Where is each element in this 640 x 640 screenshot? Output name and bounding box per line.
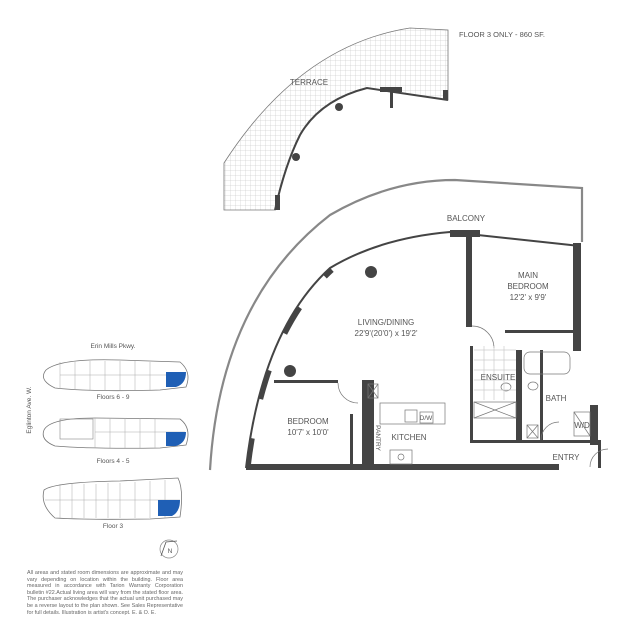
dishwasher-label: D/W xyxy=(420,415,434,422)
bedroom-label: BEDROOM xyxy=(287,417,329,426)
keyplan-floors-6-9: Floors 6 - 9 xyxy=(43,359,189,401)
key-plan: Erin Mills Pkwy. Eglinton Ave. W. Floors… xyxy=(26,343,189,559)
room-labels: MAIN BEDROOM 12'2' x 9'9' LIVING/DINING … xyxy=(287,271,590,462)
ensuite-label: ENSUITE xyxy=(481,373,516,382)
north-arrow: N xyxy=(159,539,179,559)
north-label: N xyxy=(168,548,173,555)
living-dining-dimensions: 22'9'(20'0') x 19'2' xyxy=(355,329,418,338)
street-erin-mills: Erin Mills Pkwy. xyxy=(90,343,135,350)
entry-label: ENTRY xyxy=(553,453,581,462)
main-bedroom-label: MAIN xyxy=(518,271,538,280)
living-dining-label: LIVING/DINING xyxy=(358,318,414,327)
keyplan-floors-3: Floor 3 xyxy=(42,477,182,530)
terrace: TERRACE xyxy=(223,27,449,211)
balcony: BALCONY xyxy=(208,178,584,471)
unit-walls xyxy=(245,230,601,470)
main-bedroom-label-2: BEDROOM xyxy=(507,282,549,291)
terrace-label: TERRACE xyxy=(290,78,328,87)
fixtures xyxy=(337,325,609,468)
keyplan-floors-4-5: Floors 4 - 5 xyxy=(42,417,189,465)
floor-note: FLOOR 3 ONLY - 860 SF. xyxy=(459,30,545,39)
pantry-label: PANTRY xyxy=(374,425,381,451)
disclaimer: All areas and stated room dimensions are… xyxy=(27,570,183,616)
bedroom-dimensions: 10'7' x 10'0' xyxy=(287,428,329,437)
street-eglinton: Eglinton Ave. W. xyxy=(26,386,33,433)
keyplan-label: Floors 4 - 5 xyxy=(97,458,130,465)
kitchen-label: KITCHEN xyxy=(391,433,426,442)
balcony-label: BALCONY xyxy=(447,214,486,223)
bath-label: BATH xyxy=(546,394,567,403)
keyplan-label: Floors 6 - 9 xyxy=(97,394,130,401)
washer-dryer-label: W/D xyxy=(574,421,590,430)
main-bedroom-dimensions: 12'2' x 9'9' xyxy=(510,293,547,302)
keyplan-label: Floor 3 xyxy=(103,523,124,530)
